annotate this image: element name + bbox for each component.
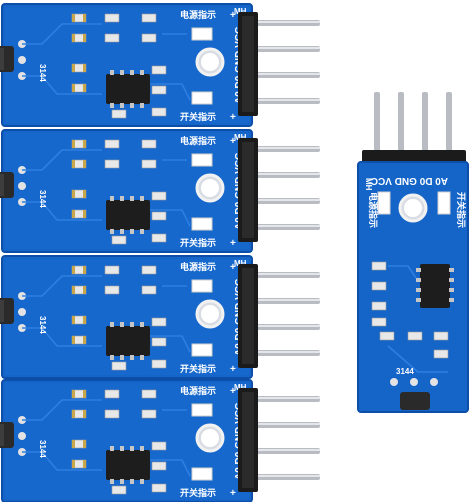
board-3 bbox=[0, 254, 322, 380]
board-5-vertical: MH A0 D0 GND VCC 电源指示 开关指示 3144 bbox=[357, 92, 469, 413]
board-2 bbox=[0, 128, 322, 254]
board-4 bbox=[0, 378, 322, 502]
svg-text:开关指示: 开关指示 bbox=[456, 192, 467, 228]
svg-text:电源指示: 电源指示 bbox=[368, 192, 379, 228]
board-1 bbox=[0, 2, 322, 128]
svg-text:3144: 3144 bbox=[396, 367, 414, 376]
svg-text:MH: MH bbox=[364, 178, 373, 191]
svg-text:A0 D0 GND VCC: A0 D0 GND VCC bbox=[371, 175, 448, 186]
